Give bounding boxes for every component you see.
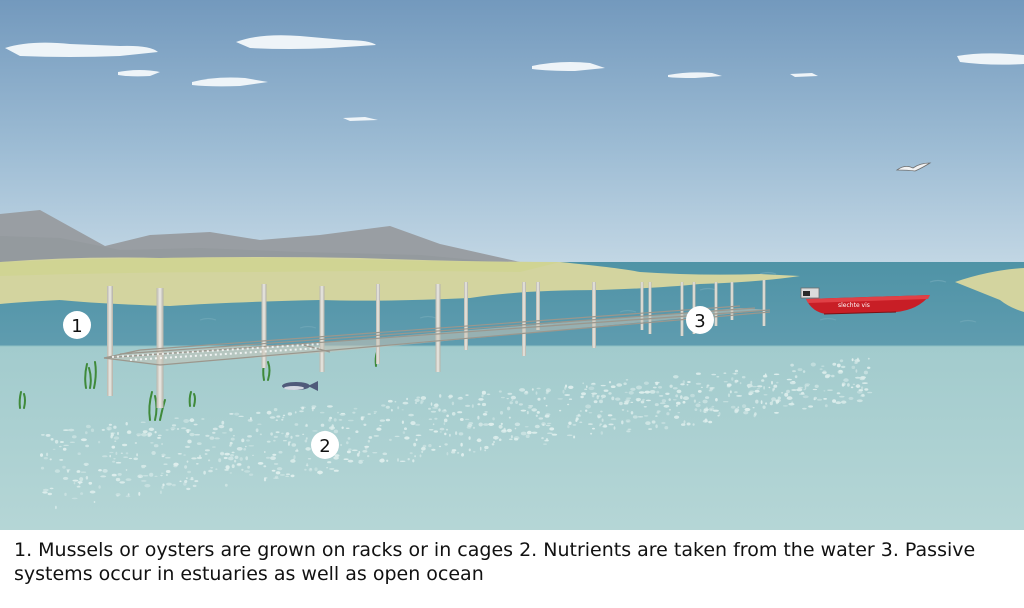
marker-3-label: 3 [694, 311, 705, 332]
marker-3: 3 [686, 306, 714, 334]
rack-post [522, 282, 526, 356]
rack-grid [103, 305, 771, 366]
nutrient-particles [40, 357, 873, 510]
boat-label: slechte vis [838, 302, 870, 309]
seagull [895, 162, 932, 172]
rack-post [714, 282, 718, 326]
rack-post [107, 286, 113, 396]
rack-post [464, 282, 468, 350]
marker-1: 1 [63, 311, 91, 339]
sky [0, 0, 1024, 270]
marker-2: 2 [311, 431, 339, 459]
estuary-scene: slechte vis 1 2 3 [0, 0, 1024, 530]
rack-post [376, 284, 380, 364]
rack-post [319, 286, 325, 372]
rack-post [261, 284, 267, 368]
mountains [0, 210, 560, 270]
figure-caption: 1. Mussels or oysters are grown on racks… [14, 539, 976, 585]
boat: slechte vis [800, 287, 930, 315]
fish [282, 381, 318, 391]
rack-post [640, 282, 644, 330]
rack-post [536, 282, 540, 330]
rack-post [648, 282, 652, 334]
marker-2-label: 2 [319, 436, 330, 457]
sandbank-right [955, 268, 1024, 312]
marker-1-label: 1 [71, 316, 82, 337]
clouds [5, 35, 1024, 121]
rack-post [680, 282, 684, 336]
rack-post [762, 280, 766, 326]
rack-post [730, 282, 734, 320]
rack-post [592, 282, 596, 348]
